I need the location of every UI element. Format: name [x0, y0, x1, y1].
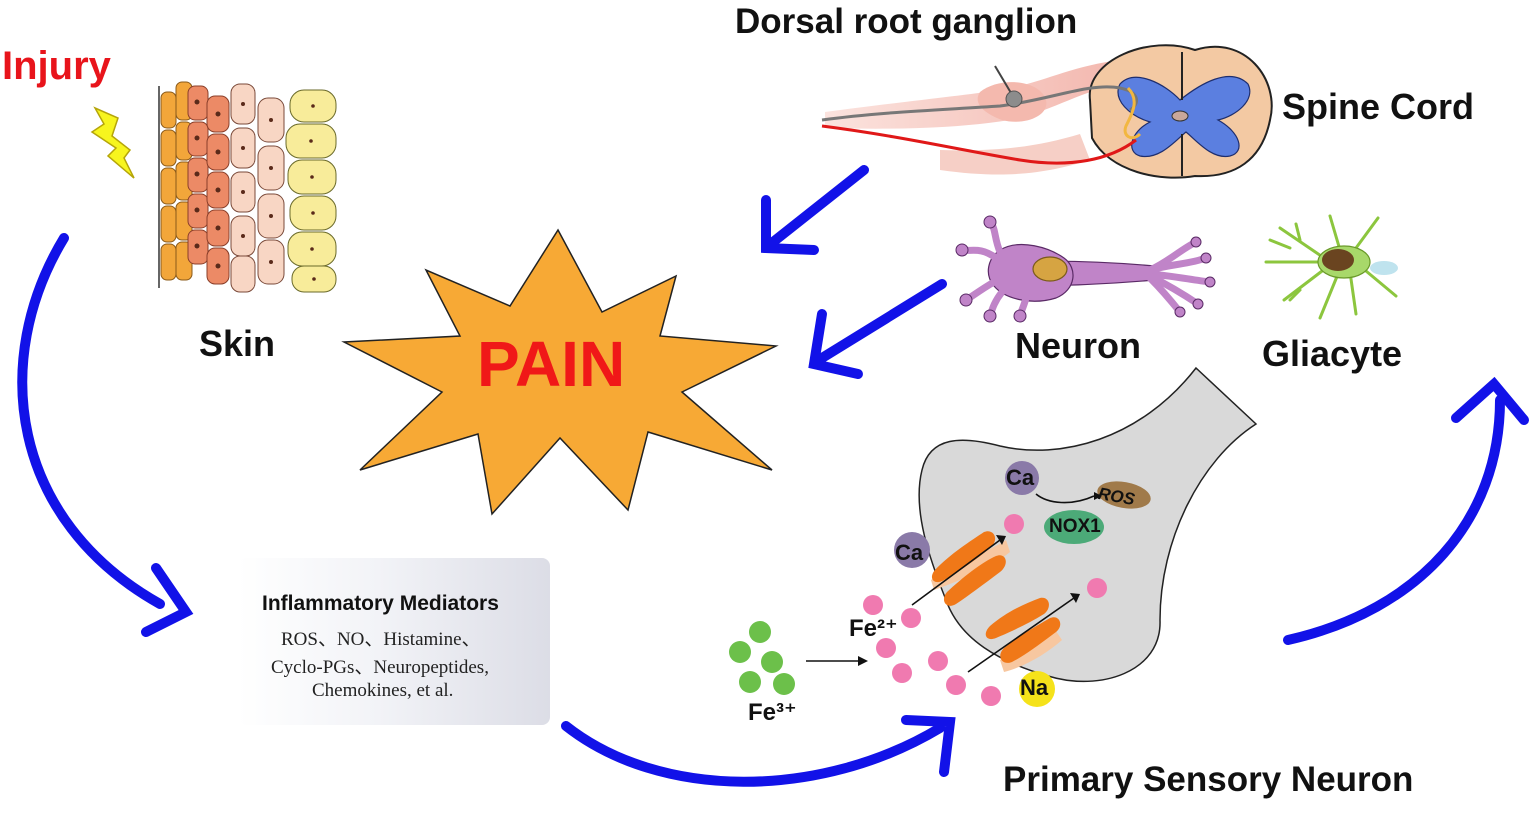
- pain-label: PAIN: [477, 328, 626, 400]
- neuron-icon: [955, 215, 1216, 323]
- flow-arrows: [17, 165, 1529, 787]
- fe3-label: Fe³⁺: [748, 699, 797, 726]
- injury-label: Injury: [2, 44, 111, 88]
- neuron-to-pain-arrowhead: [808, 309, 863, 379]
- mediators-line-1: ROS、NO、Histamine、: [281, 629, 481, 650]
- mediators-to-neuron-arrow: [561, 721, 945, 787]
- spine-to-pain-arrowhead: [761, 195, 819, 255]
- mediators-line-2: Cyclo-PGs、Neuropeptides,: [271, 657, 489, 678]
- primary-sensory-neuron-label: Primary Sensory Neuron: [1003, 760, 1414, 799]
- skin-layers-icon: [158, 81, 337, 293]
- mediators-line-3: Chemokines, et al.: [312, 680, 454, 701]
- neuron-label: Neuron: [1015, 325, 1141, 366]
- spine-cord-label: Spine Cord: [1282, 86, 1475, 127]
- injury-arrowhead: [141, 563, 194, 637]
- dorsal-root-ganglion-label: Dorsal root ganglion: [735, 2, 1078, 41]
- pain-starburst-icon: [341, 228, 779, 516]
- neuron-to-pain-arrow: [817, 279, 947, 363]
- mediators-box: [238, 558, 550, 725]
- gliacyte-icon: [1264, 214, 1398, 320]
- glia-arrowhead: [1451, 376, 1529, 425]
- spine-to-pain-arrow: [763, 165, 869, 251]
- nox1-label: NOX1: [1049, 516, 1101, 537]
- mediators-arrowhead: [901, 715, 956, 777]
- lightning-icon: [90, 106, 135, 179]
- calcium-label-left: Ca: [895, 540, 924, 565]
- fe2-label: Fe²⁺: [849, 615, 898, 642]
- neuron-to-glia-arrow: [1283, 395, 1505, 645]
- gliacyte-label: Gliacyte: [1262, 333, 1403, 374]
- sodium-label: Na: [1020, 675, 1049, 700]
- nerve-terminal-icon: [729, 366, 1258, 707]
- mediators-title: Inflammatory Mediators: [262, 592, 499, 615]
- skin-label: Skin: [199, 323, 276, 364]
- calcium-label-top: Ca: [1006, 465, 1035, 490]
- injury-to-mediators-arrow: [17, 233, 165, 609]
- spinal-cord-icon: [821, 44, 1273, 179]
